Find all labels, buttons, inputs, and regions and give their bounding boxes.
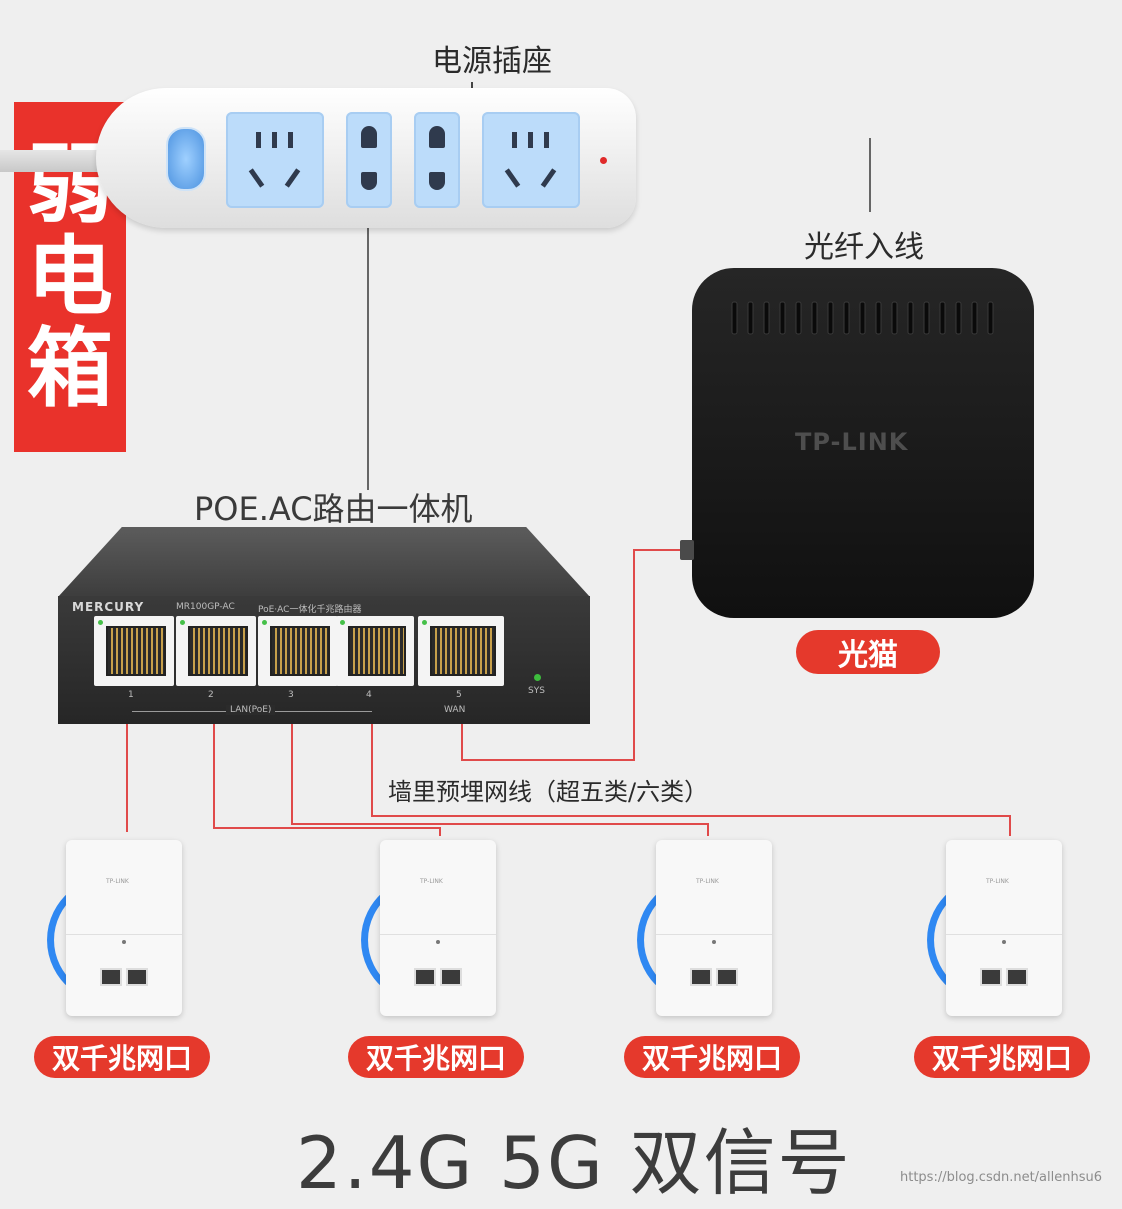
sys-label: SYS [528, 686, 545, 696]
ap-device: TP-LINK [656, 840, 772, 1016]
router-description: PoE·AC一体化千兆路由器 [258, 605, 362, 615]
power-strip-label: 电源插座 [432, 44, 552, 79]
ap-device: TP-LINK [66, 840, 182, 1016]
port-number: 4 [366, 690, 372, 700]
ap-brand: TP-LINK [420, 878, 443, 885]
lan-port-icon [336, 616, 414, 686]
watermark: https://blog.csdn.net/allenhsu6 [900, 1170, 1103, 1185]
ap-brand: TP-LINK [986, 878, 1009, 885]
access-point-2: TP-LINK 双千兆网口 [340, 840, 530, 1080]
cable-wan-to-modem [461, 549, 684, 761]
router-model: MR100GP-AC [176, 602, 235, 612]
sys-led-icon [534, 674, 541, 681]
dual-band-caption: 2.4G 5G 双信号 [296, 1121, 852, 1205]
router-top [58, 527, 590, 597]
two-pin-socket-icon [346, 112, 392, 208]
power-cord [0, 150, 100, 172]
ap-port-icon [126, 968, 148, 986]
lan-label: LAN(PoE) [226, 705, 276, 715]
modem-label: 光猫 [796, 630, 940, 674]
three-pin-socket-icon [226, 112, 324, 208]
ap-device: TP-LINK [380, 840, 496, 1016]
router-label: POE.AC路由一体机 [194, 490, 473, 528]
banner-char: 电 [27, 227, 113, 327]
lan-port-icon [258, 616, 338, 686]
port-number: 5 [456, 690, 462, 700]
port-number: 1 [128, 690, 134, 700]
access-point-3: TP-LINK 双千兆网口 [616, 840, 806, 1080]
cable-label: 墙里预埋网线（超五类/六类） [388, 778, 709, 806]
ap-port-icon [440, 968, 462, 986]
ap-label: 双千兆网口 [624, 1036, 800, 1078]
ap-label: 双千兆网口 [34, 1036, 210, 1078]
cable-ap3 [291, 690, 709, 836]
power-switch-icon [166, 127, 206, 191]
modem-brand: TP-LINK [795, 428, 909, 456]
ap-device: TP-LINK [946, 840, 1062, 1016]
ap-brand: TP-LINK [696, 878, 719, 885]
cable-ap4 [371, 690, 1011, 836]
ap-label: 双千兆网口 [348, 1036, 524, 1078]
port-number: 3 [288, 690, 294, 700]
ap-port-icon [100, 968, 122, 986]
router-brand: MERCURY [72, 600, 145, 614]
access-point-1: TP-LINK 双千兆网口 [26, 840, 216, 1080]
banner-char: 箱 [27, 319, 113, 419]
ap-label: 双千兆网口 [914, 1036, 1090, 1078]
ap-port-icon [690, 968, 712, 986]
ap-brand: TP-LINK [106, 878, 129, 885]
ap-port-icon [1006, 968, 1028, 986]
lan-port-icon [94, 616, 174, 686]
modem-vents-icon [731, 301, 994, 335]
two-pin-socket-icon [414, 112, 460, 208]
access-point-4: TP-LINK 双千兆网口 [906, 840, 1096, 1080]
cable-ap2 [213, 690, 441, 836]
lan-port-icon [176, 616, 256, 686]
port-number: 2 [208, 690, 214, 700]
optical-modem [692, 268, 1034, 618]
power-indicator-icon [600, 157, 607, 164]
modem-port-icon [680, 540, 694, 560]
three-pin-socket-icon [482, 112, 580, 208]
ap-port-icon [716, 968, 738, 986]
wan-label: WAN [444, 705, 466, 715]
fiber-in-label: 光纤入线 [804, 230, 924, 265]
wan-port-icon [418, 616, 504, 686]
ap-port-icon [980, 968, 1002, 986]
ap-port-icon [414, 968, 436, 986]
